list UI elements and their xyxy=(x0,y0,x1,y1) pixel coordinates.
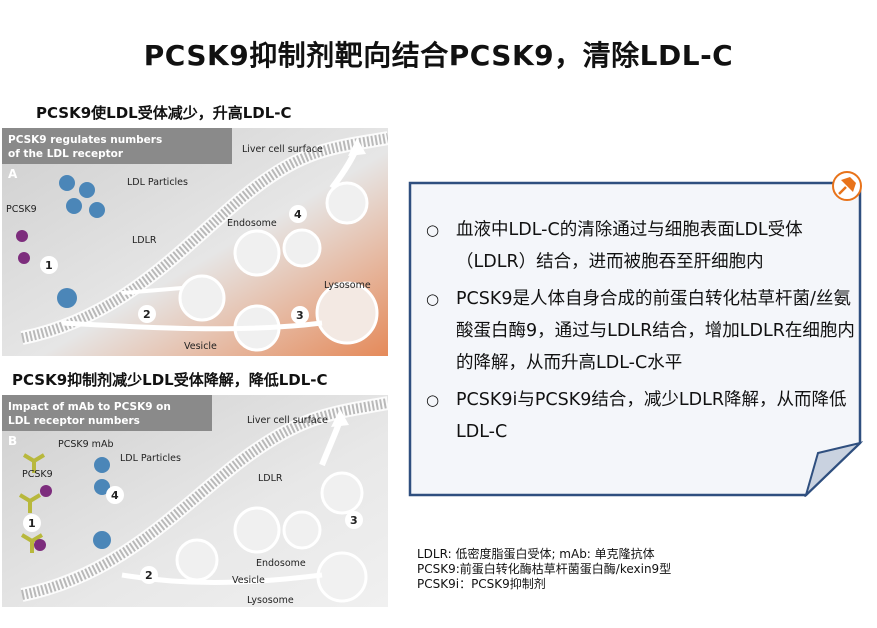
step-marker xyxy=(138,305,156,323)
callout-frame xyxy=(408,181,863,497)
panel-b-illustration: Impact of mAb to PCSK9 on LDL receptor n… xyxy=(2,395,388,607)
endosome xyxy=(233,229,281,277)
panel-a-letter: A xyxy=(8,167,18,181)
label-lysosome: Lysosome xyxy=(324,280,371,291)
step-label: 2 xyxy=(143,308,151,321)
step-label: 3 xyxy=(296,309,304,322)
ldl-particle xyxy=(66,198,82,214)
label-vesicle: Vesicle xyxy=(184,341,217,352)
callout-page-curl xyxy=(804,441,863,497)
label-pcsk9: PCSK9 xyxy=(22,469,53,480)
recycling-vesicle xyxy=(325,181,369,225)
step-marker xyxy=(40,256,58,274)
step-marker xyxy=(140,566,158,584)
bullet-marker: ○ xyxy=(426,290,440,308)
footnote-pcsk9i: PCSK9i：PCSK9抑制剂 xyxy=(417,577,546,591)
label-endosome: Endosome xyxy=(256,558,306,569)
pushpin-icon xyxy=(832,171,862,201)
bullet-text: 血液中LDL-C的清除通过与细胞表面LDL受体（LDLR）结合，进而被胞吞至肝细… xyxy=(456,220,803,272)
panel-a-subtitle: PCSK9使LDL受体减少，升高LDL-C xyxy=(36,104,292,122)
label-ldl-particles: LDL Particles xyxy=(127,177,188,188)
panel-a-diagram: PCSK9 regulates numbers of the LDL recep… xyxy=(2,128,388,356)
step-marker xyxy=(23,514,41,532)
panel-a-heading-2: of the LDL receptor xyxy=(8,148,124,160)
bullet-item: ○ 血液中LDL-C的清除通过与细胞表面LDL受体（LDLR）结合，进而被胞吞至… xyxy=(426,214,856,278)
arrow-head xyxy=(331,409,349,427)
bullet-marker: ○ xyxy=(426,221,440,239)
label-ldlr: LDLR xyxy=(258,473,283,484)
callout-bullet-list: ○ 血液中LDL-C的清除通过与细胞表面LDL受体（LDLR）结合，进而被胞吞至… xyxy=(426,214,856,453)
label-mab: PCSK9 mAb xyxy=(58,439,113,450)
mab-molecule xyxy=(18,493,42,513)
bullet-text: PCSK9i与PCSK9结合，减少LDLR降解，从而降低LDL-C xyxy=(456,390,847,442)
callout-box: ○ 血液中LDL-C的清除通过与细胞表面LDL受体（LDLR）结合，进而被胞吞至… xyxy=(408,171,863,497)
step-marker xyxy=(289,205,307,223)
panel-b-diagram: Impact of mAb to PCSK9 on LDL receptor n… xyxy=(2,395,388,607)
label-pcsk9: PCSK9 xyxy=(6,204,37,215)
footnotes: LDLR: 低密度脂蛋白受体; mAb: 单克隆抗体 PCSK9:前蛋白转化酶枯… xyxy=(417,547,671,592)
recycling-vesicle xyxy=(320,471,364,515)
step-label: 4 xyxy=(111,489,119,502)
panel-b-heading-1: Impact of mAb to PCSK9 on xyxy=(8,401,171,413)
step-marker xyxy=(106,486,124,504)
step-label: 1 xyxy=(45,259,53,272)
mab-molecule xyxy=(22,453,46,473)
step-label: 4 xyxy=(294,208,302,221)
lysosome xyxy=(315,281,379,345)
ldl-particle xyxy=(94,479,110,495)
membrane xyxy=(20,131,388,345)
footnote-pcsk9: PCSK9:前蛋白转化酶枯草杆菌蛋白酶/kexin9型 xyxy=(417,562,672,576)
footnote-ldlr: LDLR: 低密度脂蛋白受体; mAb: 单克隆抗体 xyxy=(417,547,655,561)
endosome-2 xyxy=(282,228,322,268)
label-lysosome: Lysosome xyxy=(247,595,294,606)
step-marker xyxy=(345,511,363,529)
ldl-particle xyxy=(79,182,95,198)
pcsk9-molecule xyxy=(34,539,46,551)
panel-a-header-bar xyxy=(2,128,232,164)
ldl-particle xyxy=(89,202,105,218)
label-ldl-particles: LDL Particles xyxy=(120,453,181,464)
pcsk9-molecule xyxy=(40,485,52,497)
arrow-head xyxy=(348,138,366,156)
bullet-item: ○ PCSK9是人体自身合成的前蛋白转化枯草杆菌/丝氨酸蛋白酶9，通过与LDLR… xyxy=(426,283,856,379)
pcsk9-molecule xyxy=(18,252,30,264)
step-label: 1 xyxy=(28,517,36,530)
panel-b-heading-2: LDL receptor numbers xyxy=(8,415,140,427)
vesicle xyxy=(175,538,219,582)
bullet-marker: ○ xyxy=(426,391,440,409)
pcsk9-molecule xyxy=(16,230,28,242)
ldl-bound-complex xyxy=(93,531,111,549)
ldl-bound-complex xyxy=(57,288,77,308)
ldl-particle xyxy=(94,457,110,473)
arrow xyxy=(61,320,323,332)
panel-b-header-bar xyxy=(2,395,212,431)
lysosome xyxy=(316,551,368,603)
ldl-particle xyxy=(59,175,75,191)
mab-molecule xyxy=(20,533,44,553)
panel-b-letter: B xyxy=(8,434,17,448)
bullet-item: ○ PCSK9i与PCSK9结合，减少LDLR降解，从而降低LDL-C xyxy=(426,384,856,448)
endosome xyxy=(233,506,281,554)
panel-a-illustration: PCSK9 regulates numbers of the LDL recep… xyxy=(2,128,388,356)
membrane xyxy=(20,396,388,602)
bullet-text: PCSK9是人体自身合成的前蛋白转化枯草杆菌/丝氨酸蛋白酶9，通过与LDLR结合… xyxy=(456,289,855,373)
endosome-2 xyxy=(282,510,322,550)
step-label: 3 xyxy=(350,514,358,527)
panel-b-subtitle: PCSK9抑制剂减少LDL受体降解，降低LDL-C xyxy=(12,371,328,389)
step-label: 2 xyxy=(145,569,153,582)
page-title: PCSK9抑制剂靶向结合PCSK9，清除LDL-C xyxy=(143,39,734,72)
label-liver: Liver cell surface xyxy=(247,415,328,426)
arrow xyxy=(121,286,183,295)
label-ldlr: LDLR xyxy=(132,235,157,246)
label-vesicle: Vesicle xyxy=(232,575,265,586)
label-liver: Liver cell surface xyxy=(242,144,323,155)
vesicle xyxy=(178,274,226,322)
step-marker xyxy=(291,306,309,324)
label-endosome: Endosome xyxy=(227,218,277,229)
panel-a-heading-1: PCSK9 regulates numbers xyxy=(8,134,162,146)
